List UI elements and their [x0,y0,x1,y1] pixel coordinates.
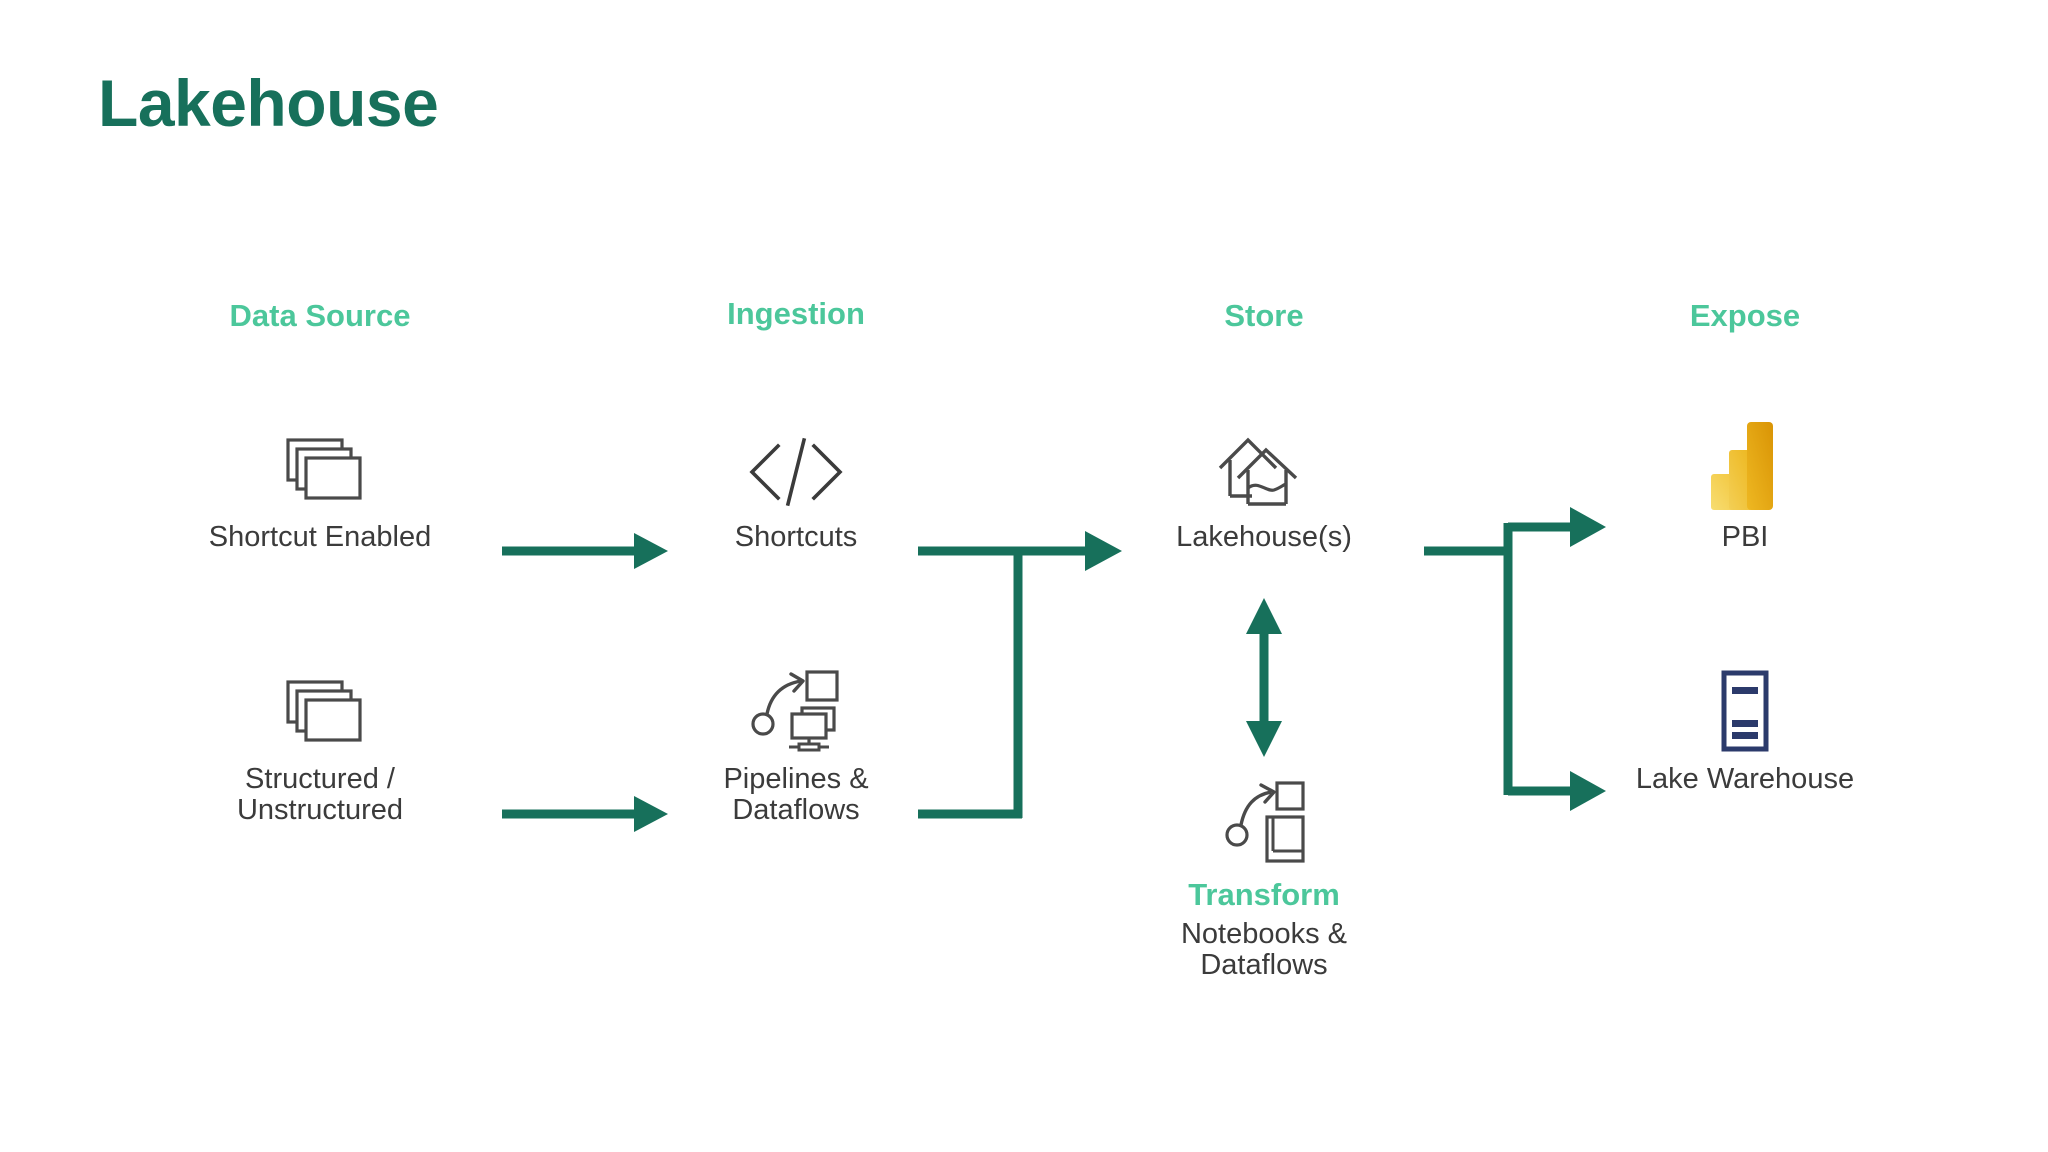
column-header-data-source: Data Source [229,298,411,333]
pipeline-monitor-icon [631,662,961,754]
node-shortcuts[interactable]: Shortcuts [631,420,961,553]
column-header-ingestion: Ingestion [727,296,865,331]
column-header-expose: Expose [1689,298,1801,333]
node-label: Lakehouse(s) [1176,521,1352,553]
notebook-transform-icon [1099,775,1429,867]
lakehouse-icon [1099,420,1429,512]
column-header-store: Store [1224,298,1304,333]
node-structured-unstructured[interactable]: Structured / Unstructured [155,662,485,827]
node-pipelines-dataflows[interactable]: Pipelines & Dataflows [631,662,961,827]
page-title: Lakehouse [98,66,439,140]
transform-sub-header: Transform [1188,877,1340,912]
stacked-pages-icon [155,662,485,754]
node-transform[interactable]: Transform Notebooks & Dataflows [1099,775,1429,982]
arrow-store-split-to-expose [1424,507,1606,811]
node-label: PBI [1721,521,1769,553]
node-lake-warehouse[interactable]: Lake Warehouse [1580,662,1910,795]
double-arrow-lakehouse-transform [1246,598,1282,757]
stacked-pages-icon [155,420,485,512]
node-label: Structured / Unstructured [236,763,403,827]
node-shortcut-enabled[interactable]: Shortcut Enabled [155,420,485,553]
node-pbi[interactable]: PBI [1580,420,1910,553]
power-bi-icon [1580,420,1910,512]
node-label: Notebooks & Dataflows [1180,918,1348,982]
node-label: Shortcuts [734,521,858,553]
node-label: Lake Warehouse [1635,763,1855,795]
code-brackets-icon [631,420,961,512]
node-label: Shortcut Enabled [208,521,432,553]
node-lakehouses[interactable]: Lakehouse(s) [1099,420,1429,553]
warehouse-doc-icon [1580,662,1910,754]
node-label: Pipelines & Dataflows [723,763,869,827]
